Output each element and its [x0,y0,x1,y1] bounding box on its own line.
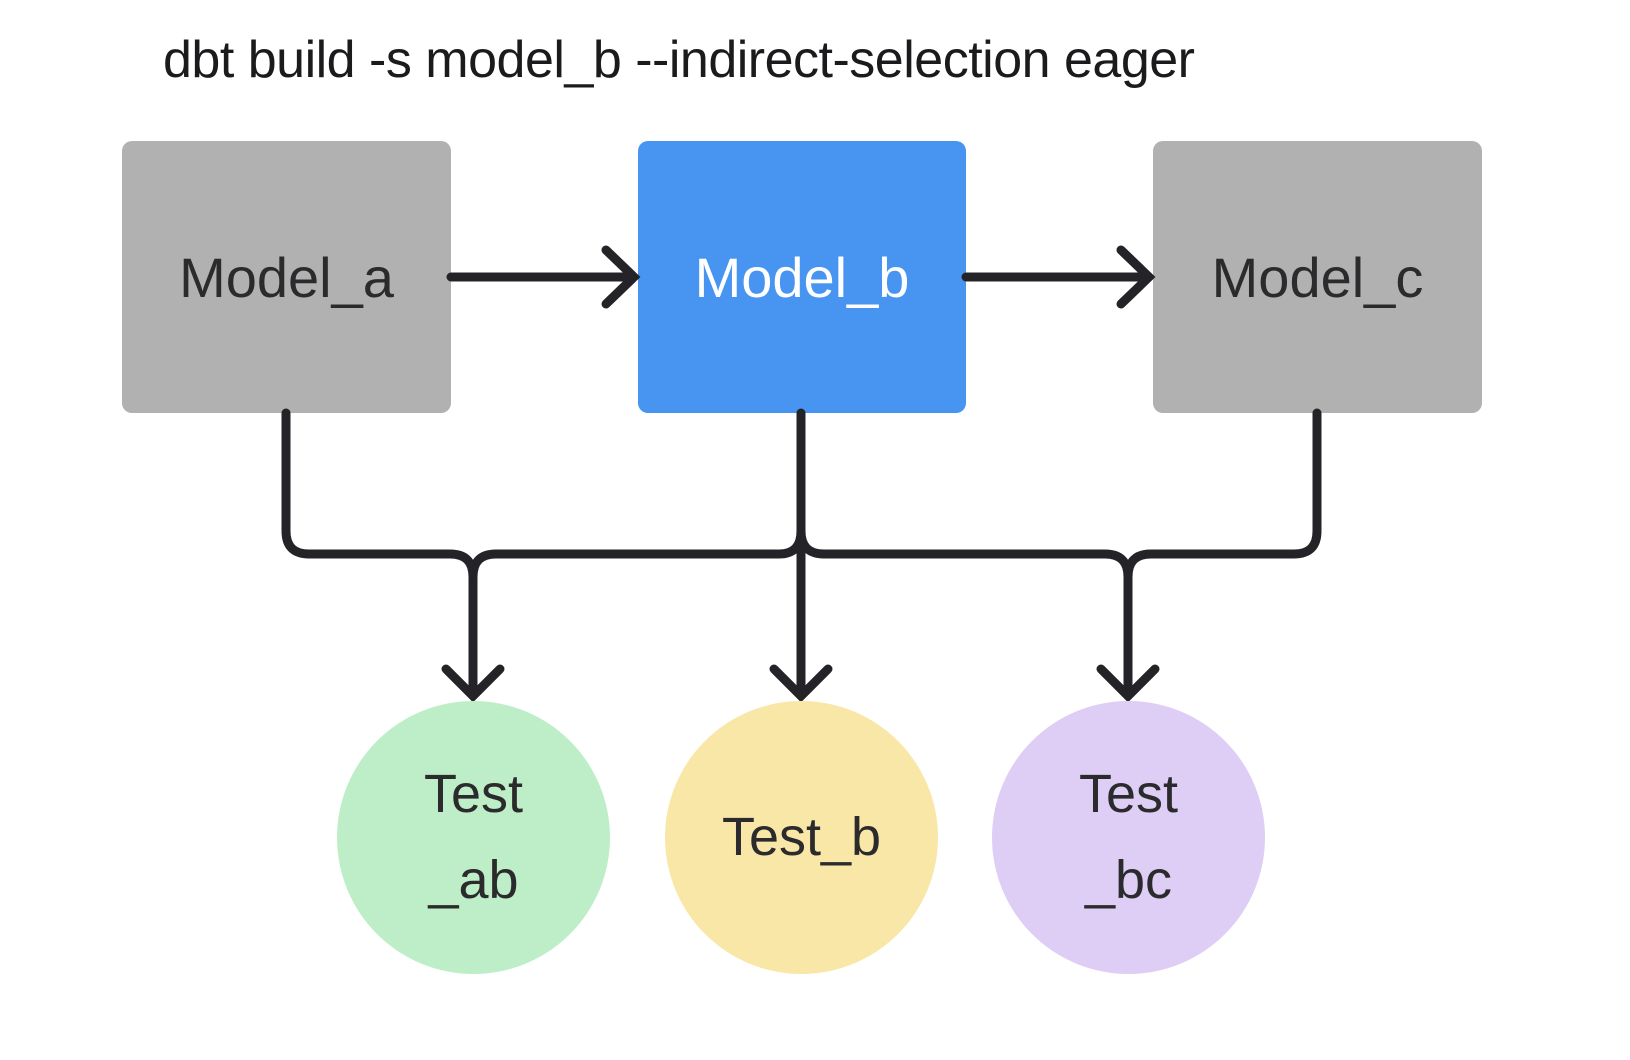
edge-model-b-test-ab [468,526,806,582]
node-test-b[interactable]: Test_b [665,701,938,974]
edge-model-a-test-ab [281,408,478,695]
node-model-b-label: Model_b [694,245,910,309]
node-test-b-label: Test_b [721,806,882,867]
arrowhead-test-b-icon [769,664,833,703]
node-test-ab[interactable]: Test _ab [337,701,610,974]
node-model-c[interactable]: Model_c [1153,141,1482,413]
arrowhead-test-bc-icon [1096,664,1160,703]
arrowhead-model-c-icon [1116,245,1156,309]
edge-model-b-test-bc [796,526,1133,695]
arrowhead-model-b-icon [601,245,641,309]
node-model-c-label: Model_c [1211,245,1424,309]
arrowhead-test-ab-icon [441,664,505,703]
node-test-bc-label-line2: _bc [1084,849,1173,910]
node-test-ab-label-line2: _ab [428,849,519,910]
node-model-a-label: Model_a [179,245,394,309]
node-test-ab-label-line1: Test [423,764,524,825]
edge-model-c-test-bc [1123,408,1322,582]
node-test-bc-label-line1: Test [1078,764,1179,825]
node-model-b[interactable]: Model_b [638,141,966,413]
node-test-bc[interactable]: Test _bc [992,701,1265,974]
diagram-title: dbt build -s model_b --indirect-selectio… [163,31,1195,89]
node-model-a[interactable]: Model_a [122,141,451,413]
